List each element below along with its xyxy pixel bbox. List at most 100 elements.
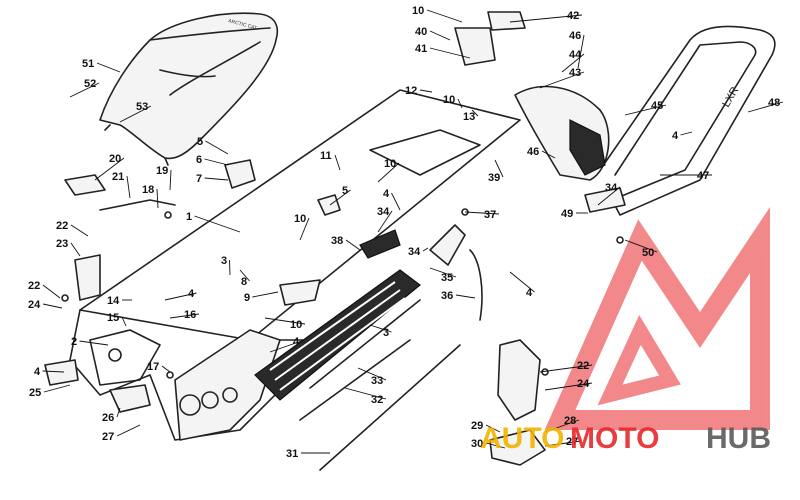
leader-line — [680, 131, 693, 136]
leader-line — [561, 53, 585, 73]
callout-10: 10 — [294, 213, 310, 241]
callout-13: 13 — [463, 109, 479, 123]
leader-line — [509, 14, 583, 23]
rear-bumper: LXR — [599, 25, 776, 216]
leader-line — [329, 189, 351, 206]
callout-number: 53 — [136, 101, 148, 113]
callout-number: 4 — [34, 366, 41, 378]
callout-25: 25 — [29, 384, 71, 399]
callout-number: 48 — [768, 97, 780, 109]
callout-number: 50 — [642, 247, 654, 259]
leader-line — [457, 98, 463, 109]
small-parts — [44, 11, 626, 413]
callout-24: 24 — [544, 378, 593, 391]
callout-number: 4 — [188, 288, 195, 300]
leader-line — [345, 239, 361, 251]
leader-line — [42, 303, 63, 309]
callout-4: 4 — [672, 130, 693, 142]
callout-28: 28 — [544, 415, 580, 433]
callout-27: 27 — [102, 424, 141, 443]
leader-line — [205, 140, 229, 155]
leader-line — [509, 271, 535, 293]
callout-number: 2 — [71, 336, 77, 348]
callout-10: 10 — [264, 317, 306, 331]
callout-number: 42 — [567, 10, 579, 22]
watermark-part2: MOTO — [570, 422, 659, 455]
callout-number: 38 — [331, 235, 343, 247]
leader-line — [544, 419, 580, 433]
callout-39: 39 — [488, 159, 504, 184]
callout-3: 3 — [369, 324, 392, 339]
leader-line — [429, 30, 451, 41]
callout-32: 32 — [344, 387, 387, 406]
callout-35: 35 — [429, 267, 457, 284]
leader-line — [369, 324, 392, 333]
leader-line — [119, 105, 152, 123]
leader-line — [299, 217, 310, 241]
callout-number: 19 — [156, 165, 168, 177]
leader-line — [164, 292, 197, 301]
callout-number: 10 — [294, 213, 306, 225]
callout-number: 8 — [241, 276, 247, 288]
callout-number: 4 — [383, 188, 390, 200]
callout-52: 52 — [69, 78, 100, 98]
callout-number: 27 — [566, 436, 578, 448]
watermark-text: AUTO MOTO HUB — [480, 422, 771, 455]
callout-7: 7 — [196, 173, 229, 185]
leader-line — [597, 186, 621, 206]
callout-number: 44 — [569, 49, 582, 61]
leader-line — [494, 159, 504, 178]
leader-line — [264, 317, 306, 325]
leader-line — [419, 89, 433, 93]
leader-line — [79, 340, 109, 346]
callout-number: 52 — [84, 78, 96, 90]
callout-number: 47 — [697, 170, 709, 182]
callout-number: 3 — [383, 327, 389, 339]
callout-number: 31 — [286, 448, 298, 460]
leader-line — [422, 247, 429, 252]
callout-24: 24 — [28, 299, 63, 311]
seat: ARCTIC CAT — [99, 12, 279, 166]
callout-number: 43 — [569, 67, 581, 79]
callout-53: 53 — [119, 101, 152, 123]
callout-number: 37 — [484, 209, 496, 221]
leader-line — [70, 224, 89, 237]
rail-marking-text: LXR — [720, 85, 741, 110]
callout-number: 3 — [221, 255, 227, 267]
callout-number: 27 — [102, 431, 114, 443]
callout-42: 42 — [509, 10, 583, 23]
leader-line — [544, 382, 593, 391]
callout-number: 34 — [605, 182, 618, 194]
callout-number: 24 — [577, 378, 590, 390]
callout-number: 4 — [526, 287, 533, 299]
callout-number: 13 — [463, 111, 475, 123]
callout-number: 35 — [441, 272, 453, 284]
callout-31: 31 — [286, 448, 330, 460]
callout-number: 22 — [577, 360, 589, 372]
leader-line — [204, 177, 229, 181]
leader-line — [269, 340, 302, 353]
callout-4: 4 — [34, 366, 65, 378]
callout-27: 27 — [544, 436, 582, 448]
leader-line — [464, 211, 500, 215]
callout-33: 33 — [357, 367, 387, 387]
leader-line — [96, 62, 121, 73]
callout-18: 18 — [142, 184, 159, 209]
callout-4: 4 — [269, 336, 302, 353]
callout-20: 20 — [94, 153, 125, 181]
callout-number: 22 — [28, 280, 40, 292]
callout-22: 22 — [539, 360, 593, 373]
callout-10: 10 — [377, 158, 400, 183]
leader-line — [116, 407, 121, 418]
leader-line — [485, 442, 506, 449]
callout-23: 23 — [56, 238, 81, 257]
callout-number: 49 — [561, 208, 573, 220]
leader-line — [429, 267, 457, 278]
callout-number: 20 — [109, 153, 121, 165]
leader-line — [377, 210, 393, 233]
callout-number: 28 — [564, 415, 576, 427]
leader-line — [391, 192, 401, 211]
watermark-part1: AUTO — [480, 422, 564, 455]
